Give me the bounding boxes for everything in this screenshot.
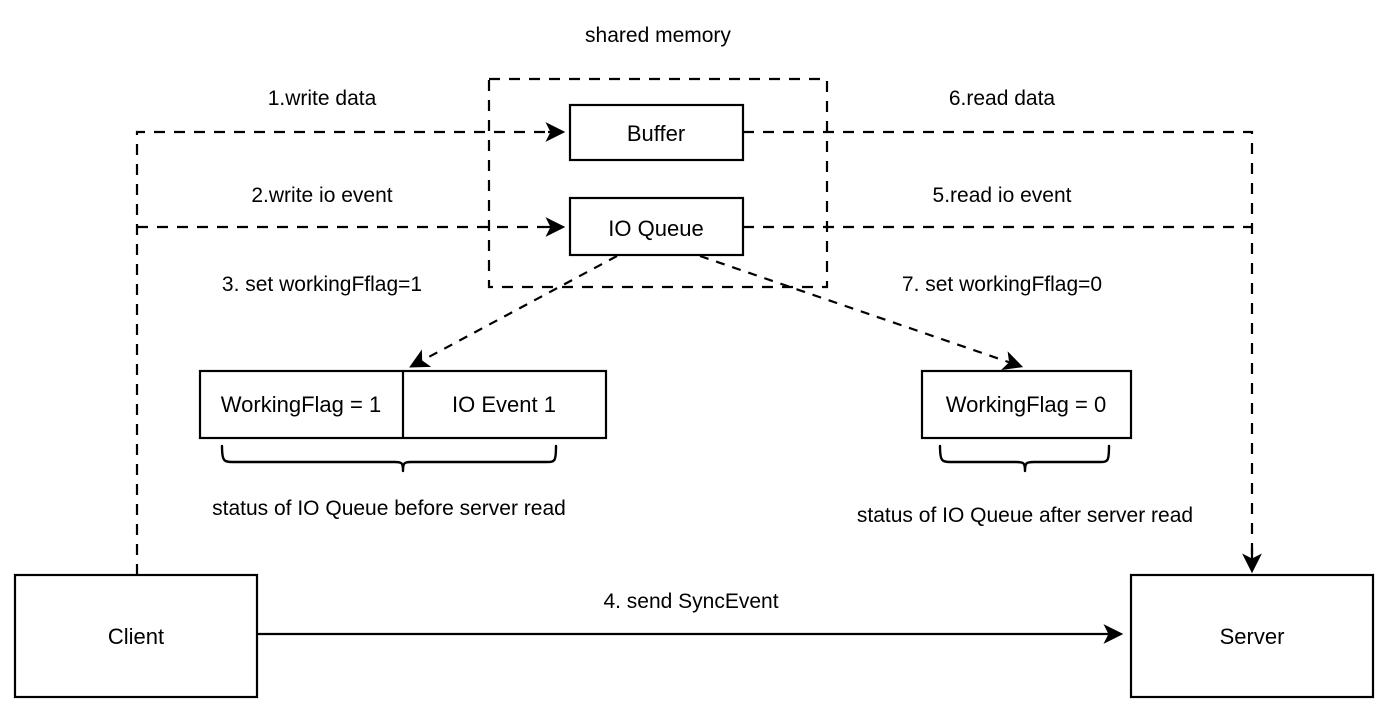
shared-memory-title: shared memory (585, 24, 731, 47)
working-flag-0-label: WorkingFlag = 0 (946, 392, 1106, 417)
client-box-label: Client (108, 624, 164, 649)
before-status-caption: status of IO Queue before server read (212, 497, 566, 520)
step-5-label: 5.read io event (933, 184, 1072, 207)
after-status-brace (938, 444, 1111, 473)
io-queue-to-before-status-arrow (409, 255, 618, 368)
step-7-label: 7. set workingFflag=0 (902, 273, 1102, 296)
working-flag-1-label: WorkingFlag = 1 (221, 392, 381, 417)
server-box-label: Server (1220, 624, 1285, 649)
step-4-label: 4. send SyncEvent (603, 590, 778, 613)
after-status-caption: status of IO Queue after server read (857, 504, 1193, 527)
before-status-brace (220, 444, 558, 473)
step-2-label: 2.write io event (251, 184, 392, 207)
step-1-label: 1.write data (268, 87, 377, 110)
after-status-box[interactable] (920, 369, 1133, 440)
step-6-label: 6.read data (949, 87, 1056, 110)
buffer-box-label: Buffer (627, 121, 685, 146)
io-queue-box[interactable] (568, 196, 745, 257)
io-event-1-label: IO Event 1 (452, 392, 556, 417)
io-queue-to-after-status-arrow (699, 254, 1024, 370)
buffer-box[interactable] (568, 103, 745, 162)
server-box[interactable] (1129, 573, 1375, 699)
write-data-path (135, 130, 555, 575)
client-box[interactable] (13, 573, 259, 699)
shared-memory-boundary (487, 77, 829, 289)
step-3-label: 3. set workingFflag=1 (222, 273, 422, 296)
read-data-path (743, 130, 1254, 560)
io-queue-box-label: IO Queue (608, 216, 703, 241)
